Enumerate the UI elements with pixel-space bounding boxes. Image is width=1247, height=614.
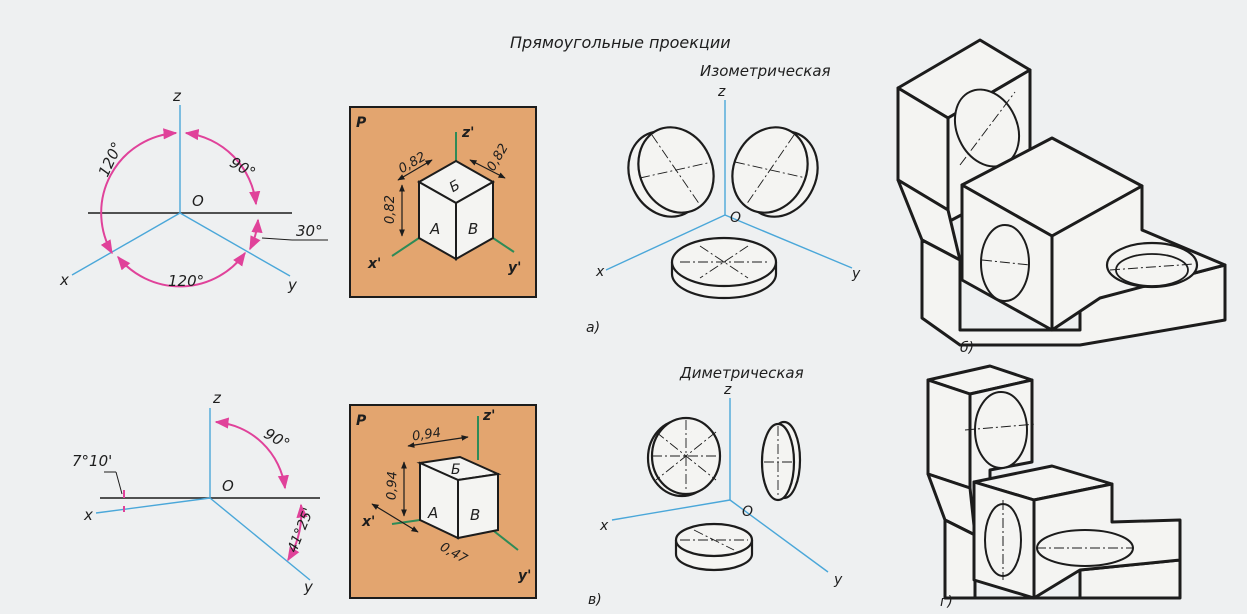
iso-face-b: В — [468, 220, 478, 238]
dim-caption-v: в) — [588, 592, 602, 608]
dim-7-leader-b — [115, 471, 123, 495]
dim-origin-label: O — [222, 477, 234, 495]
iso-dim-3: 0,82 — [383, 195, 398, 224]
iso-axes-diagram: z O x y 120° 90° 120° 30° — [59, 87, 328, 294]
dim-c-x-label: x — [599, 518, 609, 534]
dim-disc-bottom — [674, 522, 754, 572]
dim-c-o-label: O — [742, 504, 753, 520]
dim-angle-90: 90° — [261, 424, 293, 453]
iso-heading: Изометрическая — [700, 62, 831, 80]
dim-c-x-axis — [611, 499, 731, 521]
iso-plane-y-label: y' — [508, 260, 521, 276]
iso-arc-120-left — [100, 128, 178, 255]
iso-arc-120-bottom — [117, 251, 246, 288]
iso-plane-label: P — [356, 115, 367, 131]
dim-cube-right — [457, 472, 499, 540]
dim-axes-diagram: z O x y 90° 7°10' 41°25' — [72, 389, 320, 596]
iso-c-x-label: x — [595, 264, 605, 280]
dim-caption-g: г) — [940, 594, 953, 610]
iso-plane-z-label: z' — [461, 125, 474, 141]
iso-30-leader — [261, 237, 293, 241]
dim-plane-panel: P z' x' y' Б А В 0,94 0,94 0,47 — [349, 404, 537, 599]
dim-arc-41 — [287, 503, 308, 562]
dim-x-label: x — [83, 506, 93, 524]
dim-y-label: y — [303, 578, 314, 596]
iso-circles-diagram: z O x y — [595, 84, 861, 300]
dim-plane-label: P — [356, 413, 367, 429]
iso-caption-a: а) — [586, 320, 600, 336]
dim-dim-line-3 — [371, 503, 419, 533]
iso-y-label: y — [287, 276, 298, 294]
dim-face-b: В — [470, 506, 480, 524]
iso-plane-panel: P z' x' y' Б А В 0,82 0,82 0,82 — [349, 106, 537, 298]
iso-plane-x-axis — [391, 237, 420, 257]
dim-plane-y-label: y' — [518, 568, 531, 584]
iso-y-axis — [179, 212, 291, 277]
iso-origin-label: O — [192, 192, 204, 210]
dim-part-drawing — [926, 364, 1182, 600]
iso-angle-120-bottom: 120° — [168, 272, 204, 290]
iso-cube-right — [455, 180, 494, 261]
dim-c-z-label: z — [723, 382, 732, 398]
dim-face-top: Б — [451, 462, 461, 478]
dim-dim-2: 0,94 — [385, 471, 401, 500]
iso-disc-right — [731, 126, 819, 218]
iso-z-label: z — [172, 87, 182, 105]
iso-part-drawing — [896, 38, 1227, 347]
iso-c-y-axis — [724, 214, 853, 269]
dim-z-label: z — [212, 389, 222, 407]
iso-arc-30-side — [249, 218, 263, 251]
iso-plane-y-axis — [492, 237, 515, 253]
iso-plane-x-label: x' — [367, 256, 381, 272]
dim-face-a: А — [427, 504, 438, 522]
iso-c-o-label: O — [730, 210, 741, 226]
dim-dim-1: 0,94 — [411, 426, 442, 445]
iso-c-x-axis — [605, 214, 726, 271]
dim-arc-90 — [214, 417, 289, 490]
iso-c-z-label: z — [717, 84, 726, 100]
iso-face-a: А — [429, 220, 440, 238]
dim-plane-z-label: z' — [482, 408, 495, 424]
dim-angle-41: 41°25' — [285, 506, 317, 555]
iso-x-label: x — [59, 271, 69, 289]
dim-circles-diagram: z O x y — [599, 382, 843, 588]
dim-disc-right — [760, 420, 802, 502]
dim-c-y-axis — [729, 499, 829, 573]
iso-caption-b: б) — [960, 340, 974, 356]
iso-dim-line-1 — [397, 159, 433, 181]
dim-dim-line-1 — [407, 435, 469, 448]
iso-angle-30: 30° — [296, 222, 323, 240]
dim-disc-left — [646, 416, 722, 498]
iso-dim-line-2 — [469, 159, 506, 179]
dim-x-axis — [95, 497, 211, 514]
iso-disc-left — [627, 126, 715, 218]
dim-heading: Диметрическая — [679, 364, 804, 382]
iso-disc-bottom — [670, 236, 778, 300]
iso-angle-90-right: 90° — [227, 153, 259, 182]
dim-plane-x-label: x' — [361, 514, 375, 530]
iso-arc-90-right — [184, 128, 261, 206]
dim-angle-7: 7°10' — [72, 452, 112, 470]
page-title: Прямоугольные проекции — [510, 33, 731, 52]
iso-c-y-label: y — [851, 266, 861, 282]
dim-y-axis — [209, 497, 311, 581]
dim-c-y-label: y — [833, 572, 843, 588]
